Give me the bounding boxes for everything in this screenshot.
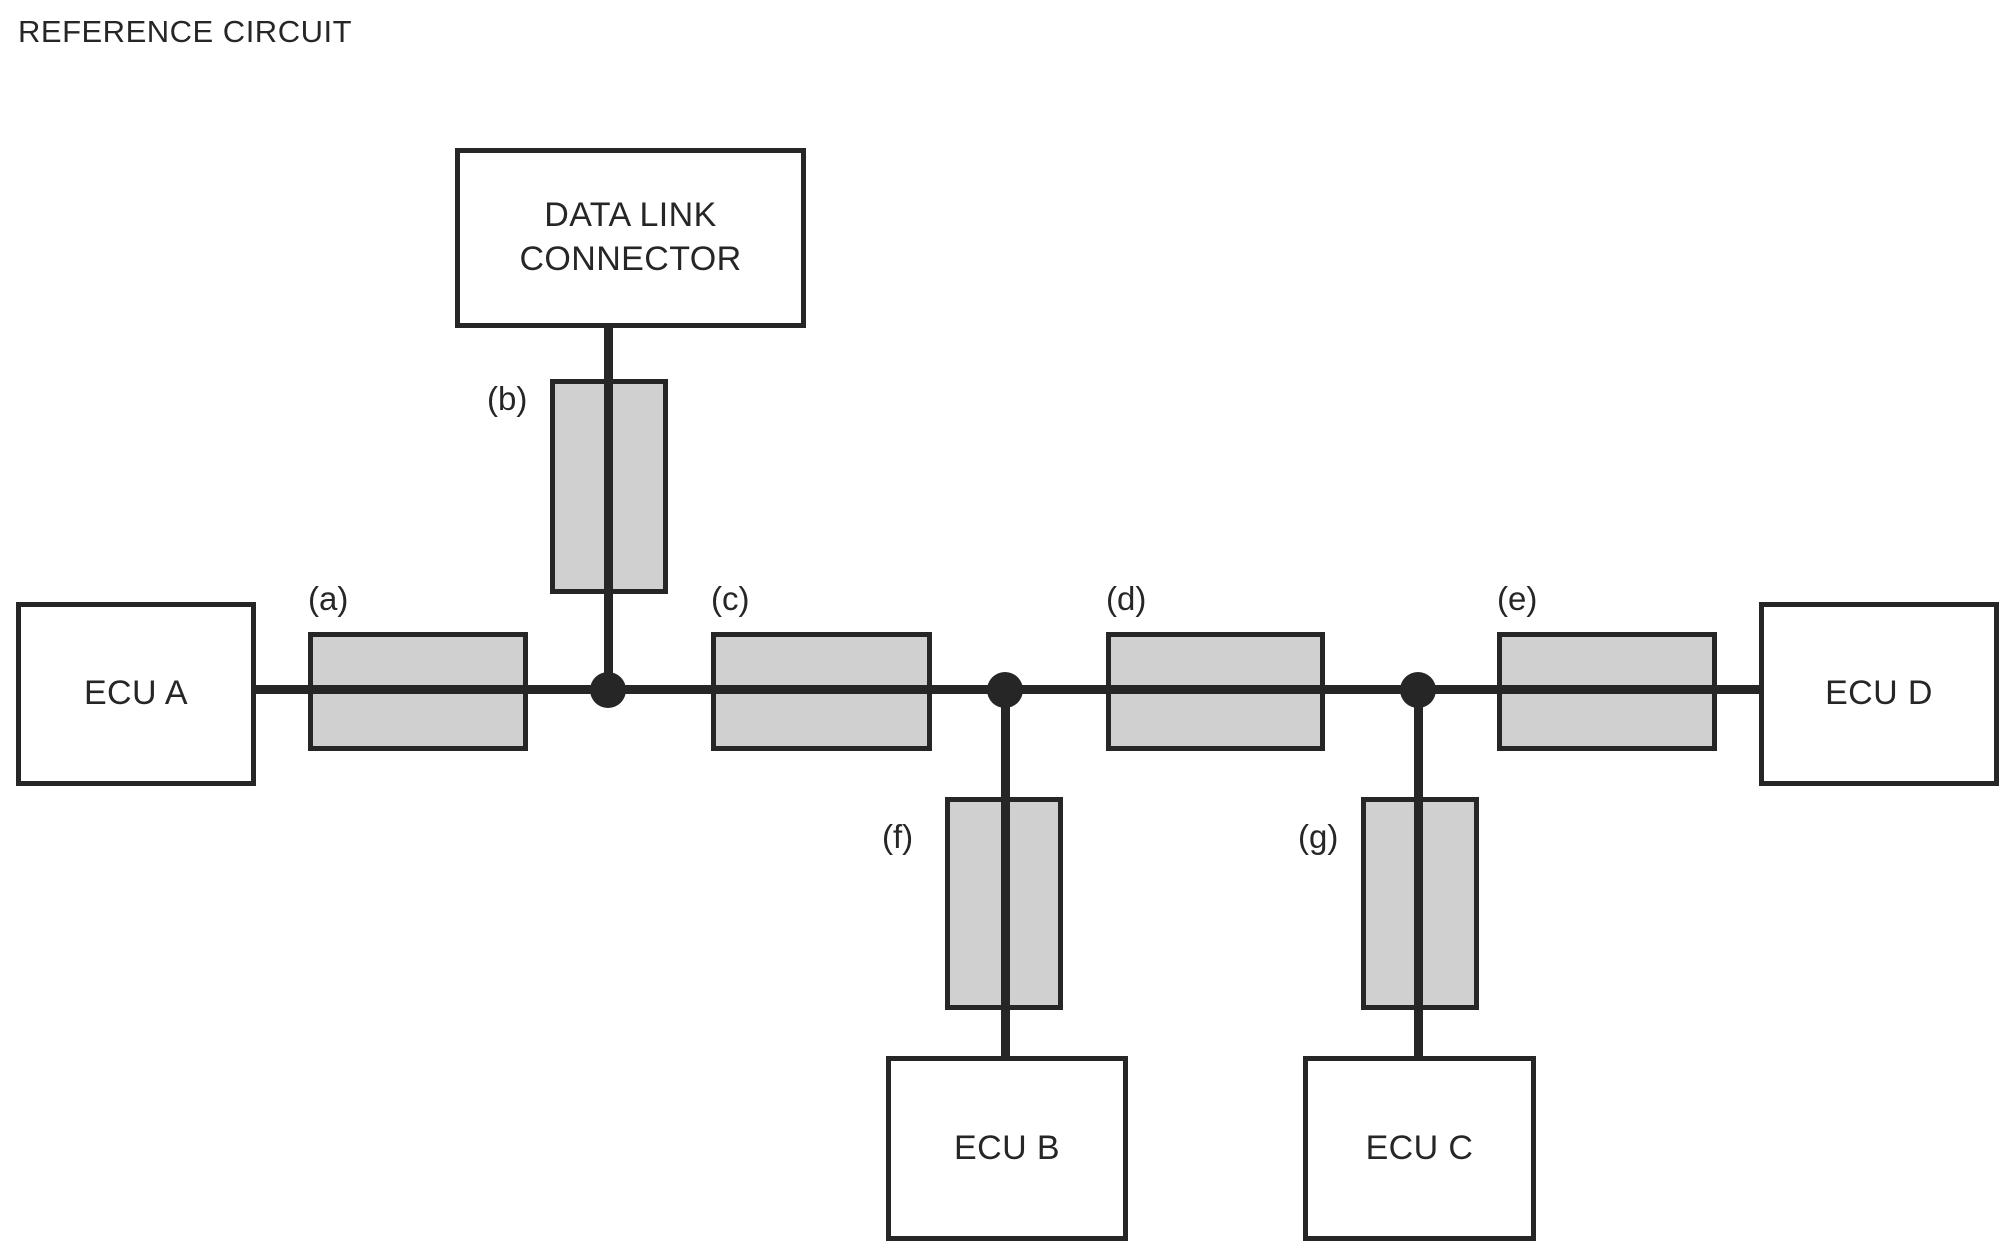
node-ecu-d-label: ECU D [1825,674,1933,713]
node-ecu-c[interactable]: ECU C [1303,1056,1536,1241]
callout-label-c: (c) [711,580,750,617]
junction-dot-dlc [590,672,626,708]
node-ecu-a[interactable]: ECU A [16,602,256,786]
junction-dot-ecu-b [987,672,1023,708]
junction-dot-ecu-c [1400,672,1436,708]
wire-bus-to-ecu-c [1414,688,1423,1058]
callout-label-d: (d) [1106,580,1147,617]
node-ecu-b-label: ECU B [954,1128,1060,1167]
callout-label-g: (g) [1298,818,1339,855]
callout-label-e: (e) [1497,580,1538,617]
wire-bus-to-ecu-b [1001,688,1010,1058]
node-data-link-connector-label: DATA LINK CONNECTOR [519,196,742,278]
node-ecu-b[interactable]: ECU B [886,1056,1128,1241]
node-ecu-a-label: ECU A [83,674,189,713]
node-ecu-d[interactable]: ECU D [1759,602,1999,786]
callout-label-f: (f) [882,818,914,855]
wire-dlc-to-bus [604,326,613,692]
node-data-link-connector[interactable]: DATA LINK CONNECTOR [455,148,806,328]
node-ecu-c-label: ECU C [1365,1128,1474,1167]
diagram-title: REFERENCE CIRCUIT [18,14,353,49]
callout-label-b: (b) [487,380,528,417]
callout-label-a: (a) [308,580,349,617]
